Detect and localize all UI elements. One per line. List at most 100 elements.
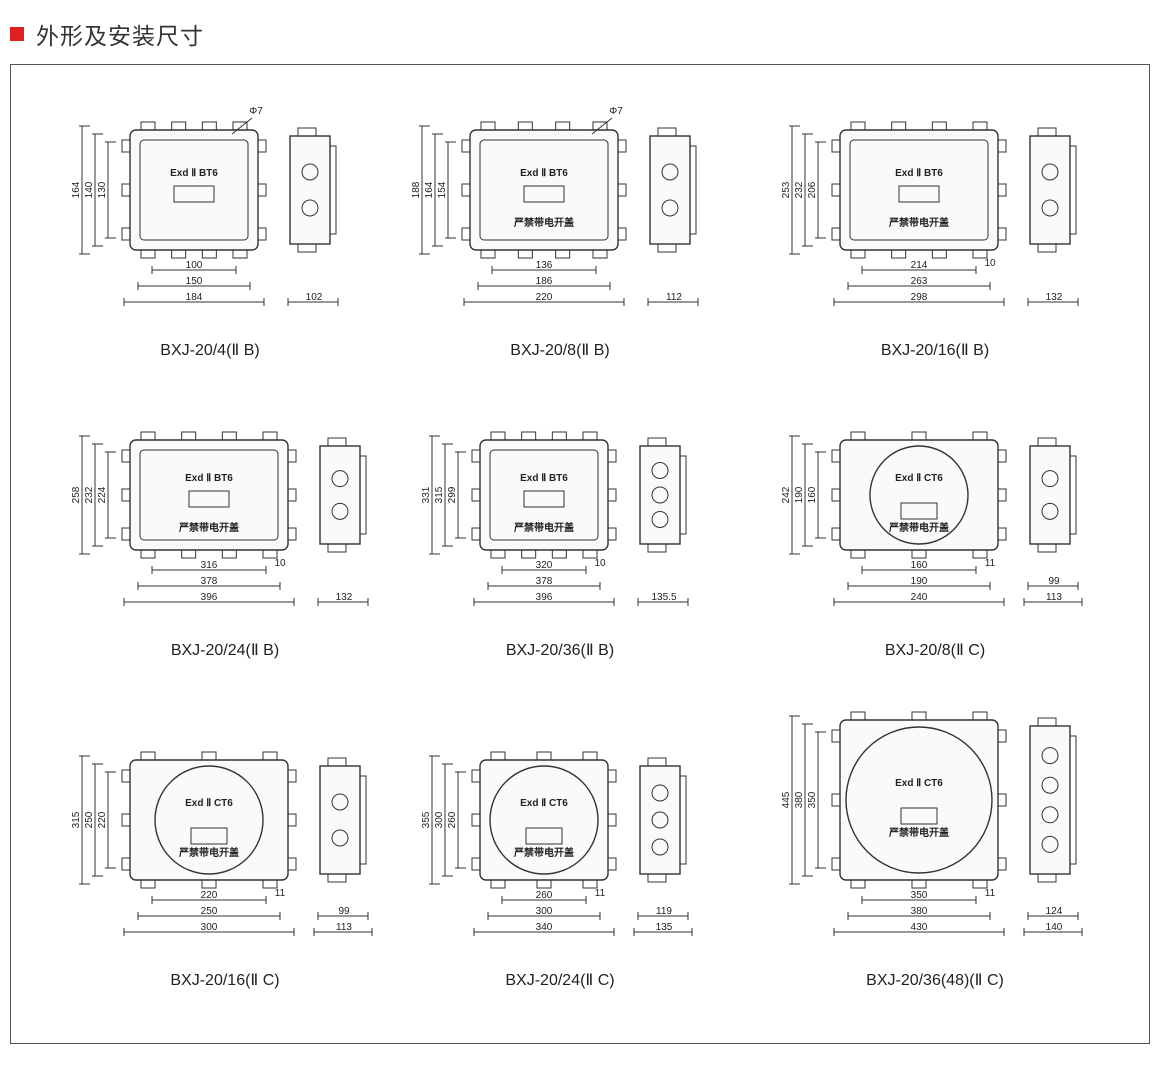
cable-entry-right (617, 227, 627, 241)
side-hub-top (327, 757, 347, 767)
cable-entry-bottom (850, 879, 866, 889)
cable-entry-top (850, 431, 866, 441)
nameplate-marking: Exd Ⅱ CT6 (895, 778, 943, 789)
height-dimension: 331 (421, 486, 432, 503)
cable-entry-right (287, 813, 297, 827)
height-dimension: 258 (71, 486, 82, 503)
height-dimension: 232 (794, 181, 805, 198)
depth-dimension: 102 (306, 292, 323, 303)
cable-entry-left (461, 139, 471, 153)
cable-entry-right (287, 527, 297, 541)
leader-line (231, 117, 253, 135)
enclosure-front (839, 129, 999, 251)
cable-entry-bottom (551, 549, 567, 559)
cable-entry-left (471, 449, 481, 463)
round-cover (845, 726, 993, 874)
section-title: 外形及安装尺寸 (36, 24, 204, 50)
nameplate-marking: Exd Ⅱ CT6 (185, 798, 233, 809)
cable-entry-right (997, 139, 1007, 153)
cable-entry-top (181, 431, 197, 441)
cable-entry-right (997, 488, 1007, 502)
cable-entry-right (997, 183, 1007, 197)
cable-entry-left (831, 793, 841, 807)
cable-entry-bottom (582, 549, 598, 559)
cable-entry-right (257, 183, 267, 197)
entry-hole-icon (1041, 747, 1059, 765)
cable-entry-top (221, 431, 237, 441)
nameplate-marking: Exd Ⅱ BT6 (185, 473, 233, 484)
cable-entry-bottom (140, 879, 156, 889)
model-caption: BXJ-20/16(Ⅱ B) (880, 342, 990, 359)
side-hub-bottom (327, 543, 347, 553)
cable-entry-right (257, 139, 267, 153)
cable-entry-top (490, 751, 506, 761)
entry-hole-icon (661, 163, 679, 181)
cable-entry-left (121, 139, 131, 153)
round-cover (154, 765, 264, 875)
warning-label: 严禁带电开盖 (888, 826, 949, 839)
depth-dimension: 99 (338, 906, 350, 917)
cable-entry-right (287, 449, 297, 463)
cable-entry-top (490, 431, 506, 441)
entry-hole-icon (651, 486, 669, 504)
cable-entry-right (997, 793, 1007, 807)
enclosure-front (479, 759, 609, 881)
nameplate-marking: Exd Ⅱ BT6 (170, 168, 218, 179)
window-icon (190, 827, 228, 845)
enclosure-front (129, 129, 259, 251)
height-dimension: 242 (781, 486, 792, 503)
cable-entry-bottom (850, 549, 866, 559)
warning-label: 严禁带电开盖 (888, 521, 949, 534)
width-dimension: 380 (911, 906, 928, 917)
nameplate-marking: Exd Ⅱ BT6 (520, 168, 568, 179)
entry-hole-icon (1041, 776, 1059, 794)
cable-entry-top (201, 751, 217, 761)
model-caption: BXJ-20/36(48)(Ⅱ C) (866, 972, 1004, 989)
height-dimension: 250 (84, 811, 95, 828)
side-hub-bottom (657, 243, 677, 253)
entry-hole-icon (651, 838, 669, 856)
cable-entry-left (471, 488, 481, 502)
cable-entry-top (480, 121, 496, 131)
cable-entry-top (262, 751, 278, 761)
small-dimension: 11 (985, 888, 996, 899)
height-dimension: 300 (434, 811, 445, 828)
leader-line (591, 117, 613, 135)
side-hub-top (647, 757, 667, 767)
width-dimension: 220 (201, 890, 218, 901)
height-dimension: 188 (411, 181, 422, 198)
cable-entry-bottom (972, 879, 988, 889)
cable-entry-bottom (262, 879, 278, 889)
depth-dimension: 132 (336, 592, 353, 603)
width-dimension: 316 (201, 560, 218, 571)
side-hub-bottom (327, 873, 347, 883)
height-dimension: 190 (794, 486, 805, 503)
width-dimension: 300 (536, 906, 553, 917)
cable-entry-top (536, 751, 552, 761)
entry-hole-icon (1041, 199, 1059, 217)
section-header: 外形及安装尺寸 (10, 14, 204, 54)
height-dimension: 232 (84, 486, 95, 503)
entry-hole-icon (331, 829, 349, 847)
cover-plate (139, 449, 279, 541)
entry-hole-icon (1041, 163, 1059, 181)
side-hub-top (297, 127, 317, 137)
width-dimension: 430 (911, 922, 928, 933)
cable-entry-left (121, 813, 131, 827)
cable-entry-right (997, 527, 1007, 541)
cable-entry-bottom (972, 249, 988, 259)
enclosure-side (319, 765, 361, 875)
height-dimension: 380 (794, 791, 805, 808)
model-caption: BXJ-20/16(Ⅱ C) (170, 972, 280, 989)
side-hub-top (657, 127, 677, 137)
cable-entry-bottom (201, 879, 217, 889)
cable-entry-top (582, 431, 598, 441)
cable-entry-top (850, 121, 866, 131)
model-caption: BXJ-20/8(Ⅱ B) (510, 342, 610, 359)
